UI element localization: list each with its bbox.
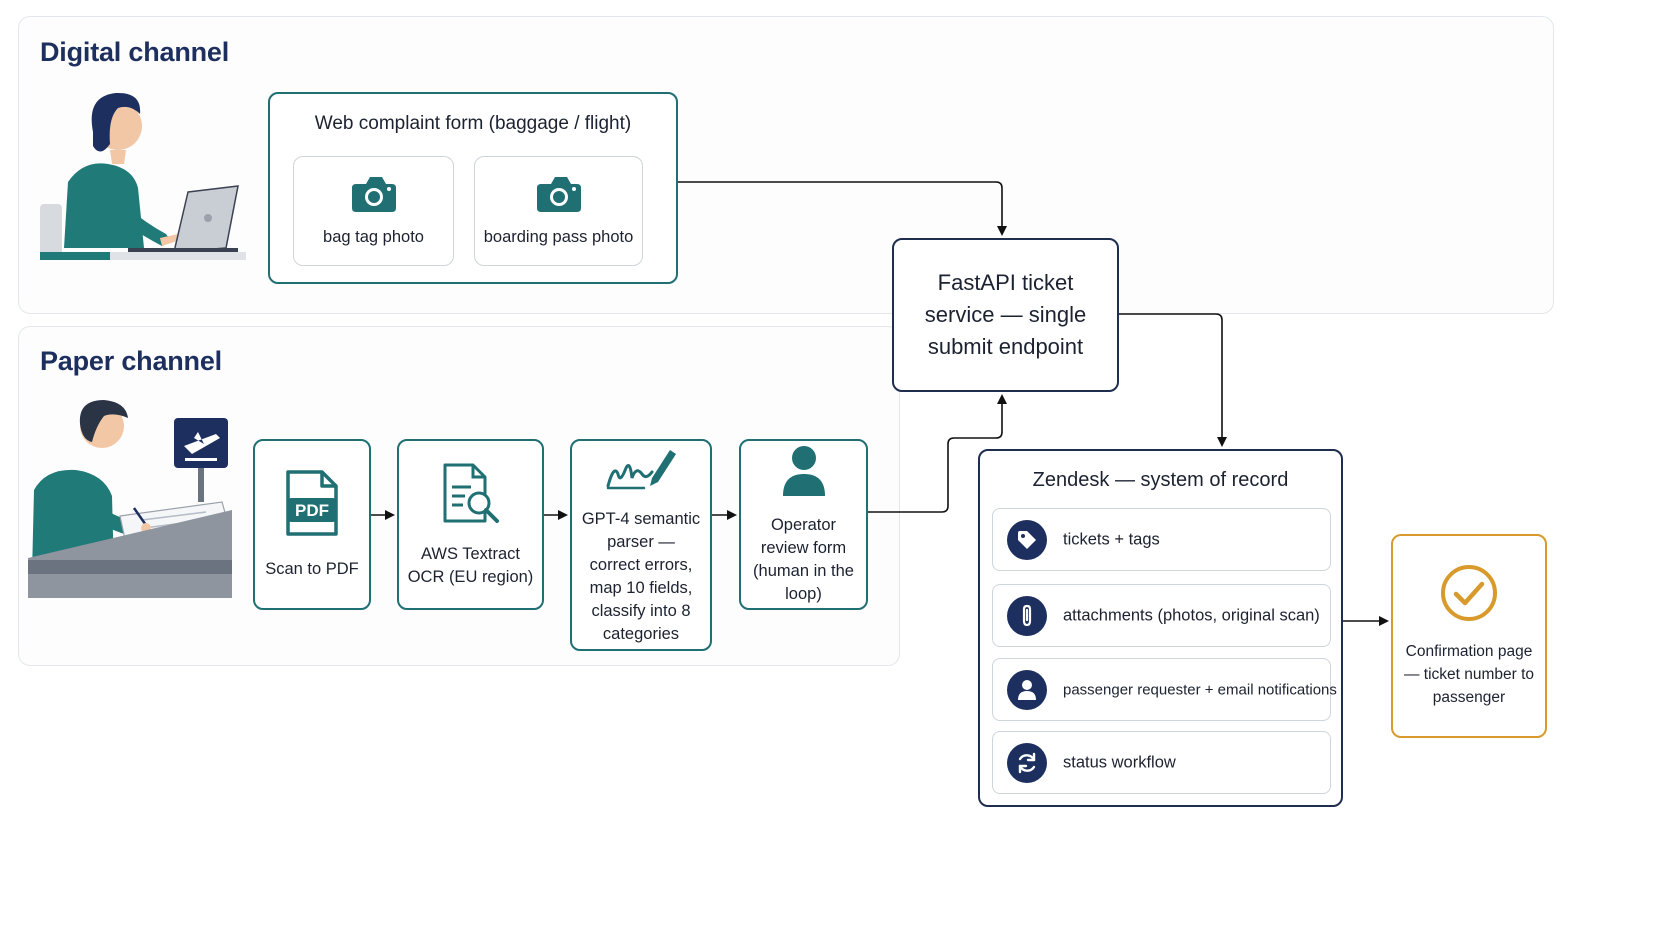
camera-icon xyxy=(536,176,581,212)
zendesk-system-of-record: Zendesk — system of record tickets + tag… xyxy=(978,449,1343,807)
operator-review-step: Operator review form (human in the loop) xyxy=(739,439,868,610)
confirmation-page: Confirmation page — ticket number to pas… xyxy=(1391,534,1547,738)
zendesk-row-tickets-tags: tickets + tags xyxy=(992,508,1331,571)
attachments-label: attachments (photos, original scan) xyxy=(1063,606,1320,624)
fastapi-ticket-service: FastAPI ticket service — single submit e… xyxy=(892,238,1119,392)
man-writing-illustration xyxy=(28,400,232,598)
scan-to-pdf-label: Scan to PDF xyxy=(265,560,359,578)
textract-ocr-step: AWS Textract OCR (EU region) xyxy=(397,439,544,610)
check-circle-icon xyxy=(1441,564,1497,621)
zendesk-row-status-workflow: status workflow xyxy=(992,731,1331,794)
status-workflow-label: status workflow xyxy=(1063,753,1176,771)
camera-icon xyxy=(351,176,396,212)
operator-review-label: Operator review form (human in the loop) xyxy=(753,515,854,603)
tickets-tags-label: tickets + tags xyxy=(1063,530,1160,548)
bag-tag-photo-field[interactable]: bag tag photo xyxy=(293,156,454,266)
arrow-api-to-zendesk xyxy=(1119,313,1227,447)
tag-icon xyxy=(1007,519,1047,560)
document-search-icon xyxy=(443,463,499,523)
pdf-badge-text: PDF xyxy=(295,501,329,520)
paper-channel-title: Paper channel xyxy=(40,346,222,376)
boarding-pass-photo-field[interactable]: boarding pass photo xyxy=(474,156,643,266)
zendesk-title: Zendesk — system of record xyxy=(1032,469,1289,491)
boarding-pass-photo-label: boarding pass photo xyxy=(483,227,634,246)
person-icon xyxy=(782,445,825,496)
web-form-title: Web complaint form (baggage / flight) xyxy=(314,113,632,134)
refresh-icon xyxy=(1007,742,1047,783)
textract-ocr-label: AWS Textract OCR (EU region) xyxy=(407,544,534,586)
gpt4-parser-step: GPT-4 semantic parser — correct errors, … xyxy=(570,439,712,651)
zendesk-row-attachments: attachments (photos, original scan) xyxy=(992,584,1331,647)
fastapi-label: FastAPI ticket service — single submit e… xyxy=(924,270,1087,359)
pdf-file-icon: PDF xyxy=(286,470,338,536)
signature-pen-icon xyxy=(606,450,676,490)
scan-to-pdf-step: PDF Scan to PDF xyxy=(253,439,371,610)
paperclip-icon xyxy=(1007,595,1047,636)
zendesk-row-requester: passenger requester + email notification… xyxy=(992,658,1337,721)
requester-label: passenger requester + email notification… xyxy=(1063,681,1337,698)
confirmation-label: Confirmation page — ticket number to pas… xyxy=(1403,642,1535,706)
woman-laptop-illustration xyxy=(40,92,246,260)
digital-channel-title: Digital channel xyxy=(40,37,230,67)
user-icon xyxy=(1007,669,1047,710)
web-complaint-form: Web complaint form (baggage / flight) ba… xyxy=(268,92,678,284)
gpt4-parser-label: GPT-4 semantic parser — correct errors, … xyxy=(581,510,701,643)
bag-tag-photo-label: bag tag photo xyxy=(323,227,424,246)
